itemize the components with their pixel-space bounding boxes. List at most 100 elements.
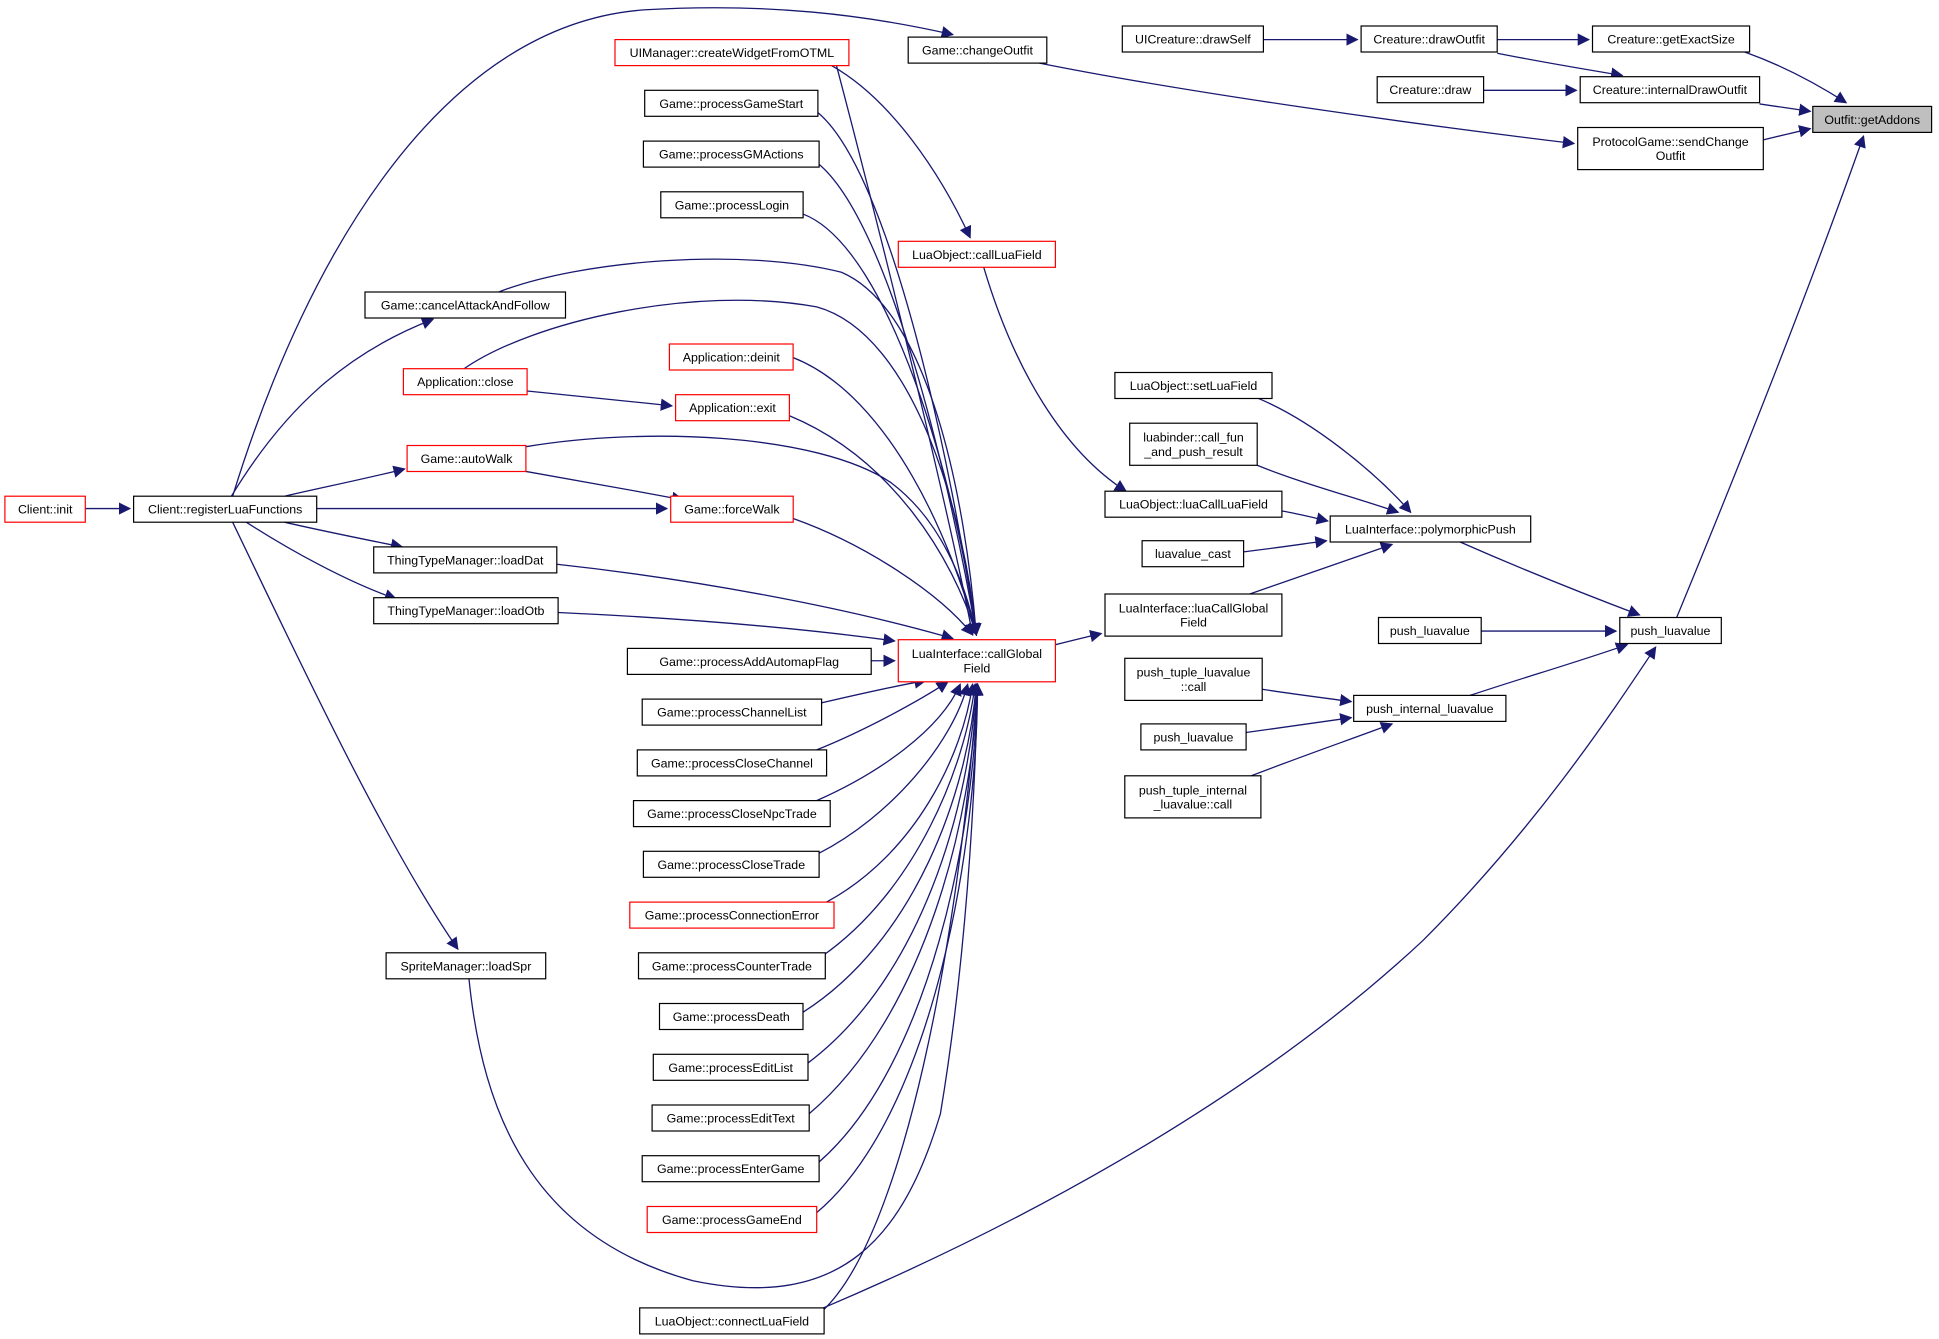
node-creature-drawoutfit[interactable]: Creature::drawOutfit [1360,25,1498,53]
node-uimanager-createwidget[interactable]: UIManager::createWidgetFromOTML [614,38,850,67]
node-game-forcewalk[interactable]: Game::forceWalk [670,495,794,523]
node-outfit-getaddons[interactable]: Outfit::getAddons [1812,105,1933,134]
node-creature-draw[interactable]: Creature::draw [1376,76,1485,104]
edge-game_changeoutfit-to-protocolgame_sendchangeoutfit [1039,63,1576,149]
node-game-processaddautomapflag[interactable]: Game::processAddAutomapFlag [626,647,872,676]
node-game-processgmactions[interactable]: Game::processGMActions [642,140,820,168]
node-box [897,639,1056,683]
node-label: Client::init [18,503,73,517]
node-game-changeoutfit[interactable]: Game::changeOutfit [907,36,1048,64]
node-client-registerluafunctions[interactable]: Client::registerLuaFunctions [133,495,318,523]
node-uicreature-drawself[interactable]: UICreature::drawSelf [1121,25,1265,53]
node-game-processeditlist[interactable]: Game::processEditList [652,1053,809,1081]
node-push-luavalue-main[interactable]: push_luavalue [1619,616,1722,645]
node-box [668,343,794,371]
node-application-close[interactable]: Application::close [402,368,528,396]
edge-game_cancelattack-to-luainterface_callglobalfield [499,259,982,637]
edge-client_registerluafunctions-to-game_autowalk [285,465,406,496]
node-game-processchannellist[interactable]: Game::processChannelList [641,698,823,726]
node-box [385,952,547,980]
node-luaobject-setluafield[interactable]: LuaObject::setLuaField [1114,371,1273,400]
node-label: LuaObject::callLuaField [912,248,1042,262]
node-game-processclosechannel[interactable]: Game::processCloseChannel [636,749,828,777]
node-game-processclosenpctrade[interactable]: Game::processCloseNpcTrade [632,799,831,828]
node-label: Game::processGameEnd [662,1213,802,1227]
node-luaobject-callluafield[interactable]: LuaObject::callLuaField [897,240,1056,268]
node-application-exit[interactable]: Application::exit [674,394,790,422]
node-box [1140,723,1247,751]
edge-uimanager_createwidget-to-luainterface_callglobalfield [836,66,977,636]
node-box [1376,76,1485,104]
node-game-processclosetrade[interactable]: Game::processCloseTrade [642,850,820,878]
node-game-processentergame[interactable]: Game::processEnterGame [641,1155,820,1183]
node-box [907,36,1048,64]
node-label: Game::changeOutfit [922,44,1033,58]
node-label: push_tuple_internal [1139,783,1247,797]
node-thingtype-loadotb[interactable]: ThingTypeManager::loadOtb [373,597,559,625]
edge-creature_drawoutfit-to-creature_internaldrawoutfit [1497,53,1624,80]
node-box [637,952,826,980]
node-luainterface-polymorphicpush[interactable]: LuaInterface::polymorphicPush [1329,515,1532,543]
edge-game_autowalk-to-luainterface_callglobalfield [526,436,981,636]
node-game-processconnectionerror[interactable]: Game::processConnectionError [629,901,835,929]
node-creature-internaldrawoutfit[interactable]: Creature::internalDrawOutfit [1579,76,1761,104]
node-game-autowalk[interactable]: Game::autoWalk [406,444,527,473]
node-luabinder-call-fun[interactable]: luabinder::call_fun_and_push_result [1129,422,1258,466]
node-label: Outfit [1656,149,1686,163]
node-box [1104,593,1283,637]
node-box [364,291,567,319]
node-box [1812,105,1933,134]
node-game-processdeath[interactable]: Game::processDeath [658,1002,804,1031]
node-label: push_luavalue [1390,624,1470,638]
node-box [133,495,318,523]
node-game-processlogin[interactable]: Game::processLogin [660,191,804,219]
node-luaobject-connectluafield[interactable]: LuaObject::connectLuaField [639,1307,825,1335]
node-push-luavalue-lower[interactable]: push_luavalue [1140,723,1247,751]
node-thingtype-loaddat[interactable]: ThingTypeManager::loadDat [373,546,558,574]
node-label: Game::cancelAttackAndFollow [381,299,550,313]
node-label: Game::autoWalk [421,452,514,466]
node-label: _and_push_result [1143,445,1243,459]
node-label: Game::processCloseNpcTrade [647,807,817,821]
node-label: Game::processCloseTrade [657,858,805,872]
node-game-cancelattack[interactable]: Game::cancelAttackAndFollow [364,291,567,319]
node-label: Application::close [417,375,514,389]
edge-client_registerluafunctions-to-game_changeoutfit [233,8,955,496]
node-label: Creature::drawOutfit [1373,33,1485,47]
node-box [639,1307,825,1335]
edge-game_processdeath-to-luainterface_callglobalfield [803,683,982,1012]
node-label: LuaInterface::polymorphicPush [1345,523,1516,537]
node-label: Outfit::getAddons [1824,113,1920,127]
node-game-processcountertrade[interactable]: Game::processCounterTrade [637,952,826,980]
node-push-tuple-internal-call[interactable]: push_tuple_internal_luavalue::call [1124,775,1262,819]
node-spritemanager-loadspr[interactable]: SpriteManager::loadSpr [385,952,547,980]
node-box [4,495,86,523]
node-game-processgameend[interactable]: Game::processGameEnd [646,1205,818,1234]
node-box [373,597,559,625]
edge-luainterface_polymorphicpush-to-push_luavalue_main [1460,542,1641,617]
node-luavalue-cast[interactable]: luavalue_cast [1141,540,1245,568]
node-creature-getexactsize[interactable]: Creature::getExactSize [1591,25,1751,53]
node-label: Creature::getExactSize [1607,33,1735,47]
node-luaobject-luacallluafield[interactable]: LuaObject::luaCallLuaField [1104,490,1283,518]
node-push-internal-luavalue[interactable]: push_internal_luavalue [1353,694,1507,723]
node-application-deinit[interactable]: Application::deinit [668,343,794,371]
node-box [373,546,558,574]
edge-game_processeditlist-to-luainterface_callglobalfield [808,683,982,1063]
node-box [1577,126,1764,171]
node-push-luavalue-left[interactable]: push_luavalue [1377,616,1482,645]
edge-client_registerluafunctions-to-thingtype_loaddat [285,522,404,551]
node-client-init[interactable]: Client::init [4,495,86,523]
node-game-processgamestart[interactable]: Game::processGameStart [644,89,819,117]
node-box [402,368,528,396]
node-game-processedittext[interactable]: Game::processEditText [651,1104,810,1132]
edge-game_processentergame-to-luainterface_callglobalfield [819,683,984,1162]
node-box [660,191,804,219]
node-push-tuple-luavalue-call[interactable]: push_tuple_luavalue::call [1124,657,1263,701]
node-label: Client::registerLuaFunctions [148,503,302,517]
edge-creature_getexactsize-to-outfit_getaddons [1745,52,1848,103]
node-box [642,850,820,878]
